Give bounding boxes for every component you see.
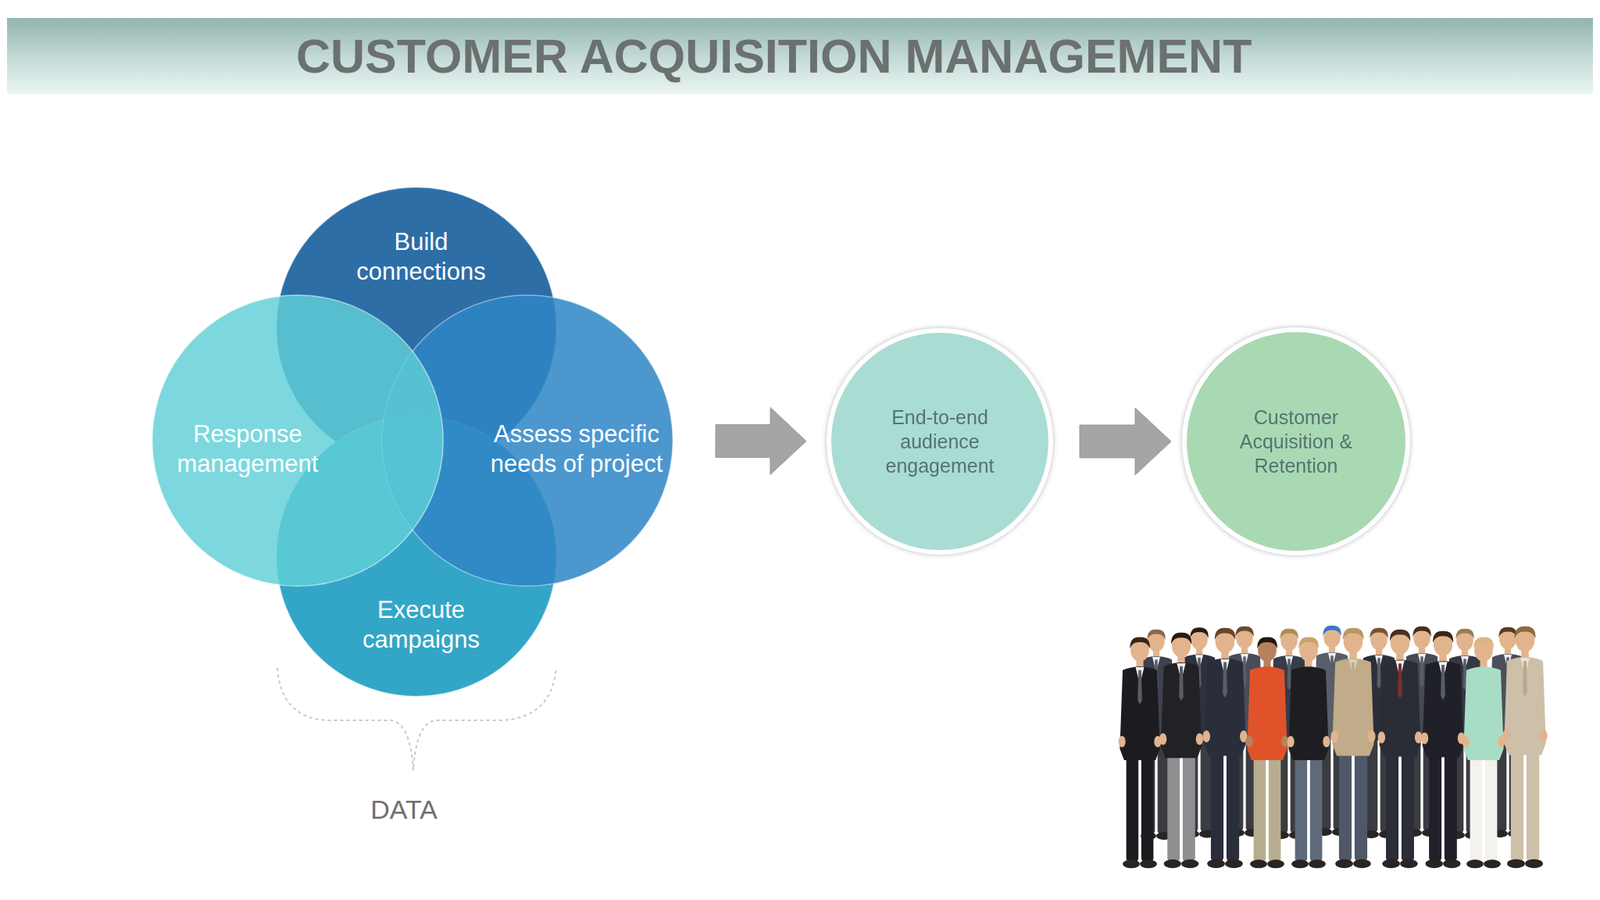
person-figure [1502,626,1547,868]
venn-circle: Response management [151,294,444,587]
node-label: End-to-end audience engagement [873,405,1007,479]
node-label: Customer Acquisition & Retention [1229,405,1363,479]
circle-shape [276,416,558,697]
person-figure [1159,632,1204,869]
node-label: Response management [169,419,326,479]
title-bar: CUSTOMER ACQUISITION MANAGEMENT [7,17,1593,94]
circle-shape [152,295,444,587]
person-figure [1421,631,1465,868]
node-label: Build connections [342,227,500,287]
block-arrow [1079,407,1172,475]
stage-circle: End-to-end audience engagement [826,328,1054,555]
node-label: Assess specific needs of project [478,419,675,479]
node-label: Execute campaigns [342,595,500,655]
person-figure [1118,637,1162,869]
person-figure [1330,628,1375,868]
person-figure [1202,628,1247,868]
person-figure [1462,637,1506,869]
person-figure [1287,637,1331,869]
circle-shape [828,330,1051,553]
block-arrow [715,407,807,475]
person-figure [1378,629,1423,868]
people-illustration [1118,625,1548,868]
stage-circle: Customer Acquisition & Retention [1182,327,1411,556]
person-figure [1246,637,1290,869]
circle-shape [1184,329,1408,554]
diagram-title: CUSTOMER ACQUISITION MANAGEMENT [296,28,1252,84]
bracket-label: DATA [370,794,438,825]
